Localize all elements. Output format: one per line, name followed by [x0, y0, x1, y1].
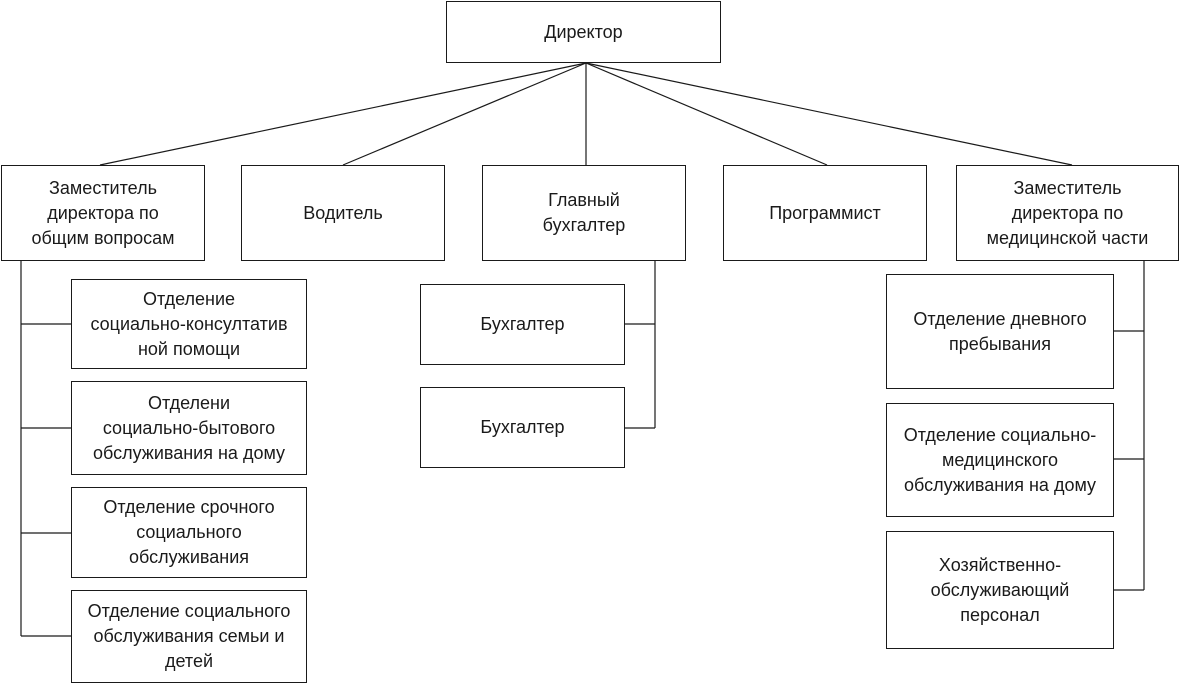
- node-dept-family: Отделение социального обслуживания семьи…: [71, 590, 307, 683]
- node-driver-label: Водитель: [303, 202, 383, 223]
- edge-director-deputy-general: [99, 62, 587, 166]
- edge-director-programmer: [585, 62, 828, 166]
- node-driver: Водитель: [241, 165, 445, 261]
- node-director: Директор: [446, 1, 721, 63]
- node-dept-household: Отделени социально-бытового обслуживания…: [71, 381, 307, 475]
- node-deputy-general-label: Заместитель директора по общим вопросам: [31, 177, 175, 248]
- node-deputy-medical: Заместитель директора по медицинской час…: [956, 165, 1179, 261]
- node-dept-maintenance: Хозяйственно- обслуживающий персонал: [886, 531, 1114, 649]
- edge-director-deputy-medical: [585, 62, 1073, 166]
- node-accountant-1: Бухгалтер: [420, 284, 625, 365]
- node-dept-consult-label: Отделение социально-консултатив ной помо…: [90, 288, 288, 359]
- node-programmer-label: Программист: [769, 202, 881, 223]
- node-director-label: Директор: [544, 21, 623, 42]
- node-dept-medical-home-label: Отделение социально- медицинского обслуж…: [903, 424, 1097, 495]
- node-chief-accountant: Главный бухгалтер: [482, 165, 686, 261]
- node-dept-family-label: Отделение социального обслуживания семьи…: [87, 601, 291, 671]
- node-dept-day-stay-label: Отделение дневного пребывания: [913, 308, 1087, 354]
- node-dept-medical-home: Отделение социально- медицинского обслуж…: [886, 403, 1114, 517]
- node-dept-consult: Отделение социально-консултатив ной помо…: [71, 279, 307, 369]
- node-accountant-1-label: Бухгалтер: [480, 314, 565, 334]
- node-dept-urgent: Отделение срочного социального обслужива…: [71, 487, 307, 578]
- node-dept-household-label: Отделени социально-бытового обслуживания…: [92, 392, 286, 463]
- node-chief-accountant-label: Главный бухгалтер: [542, 190, 626, 235]
- node-deputy-general: Заместитель директора по общим вопросам: [1, 165, 205, 261]
- node-dept-day-stay: Отделение дневного пребывания: [886, 274, 1114, 389]
- node-deputy-medical-label: Заместитель директора по медицинской час…: [986, 177, 1149, 248]
- node-dept-urgent-label: Отделение срочного социального обслужива…: [103, 497, 275, 567]
- node-dept-maintenance-label: Хозяйственно- обслуживающий персонал: [930, 554, 1070, 625]
- node-accountant-2: Бухгалтер: [420, 387, 625, 468]
- node-programmer: Программист: [723, 165, 927, 261]
- edge-director-driver: [342, 62, 587, 166]
- node-accountant-2-label: Бухгалтер: [480, 417, 565, 437]
